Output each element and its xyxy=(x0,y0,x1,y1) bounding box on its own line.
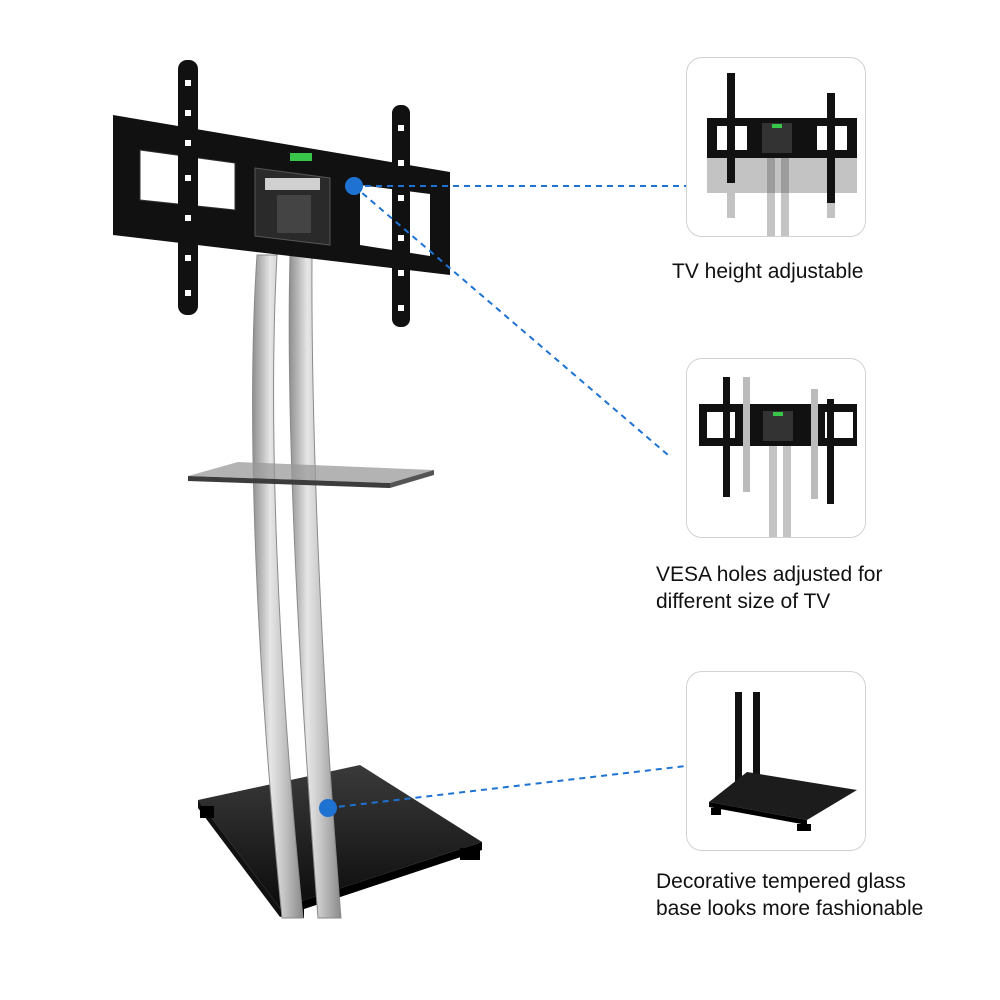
level-indicator xyxy=(290,153,312,161)
glass-shelf xyxy=(188,462,434,488)
stand-poles xyxy=(252,254,342,919)
callout-dot-base xyxy=(319,799,337,817)
glass-base xyxy=(198,765,482,918)
caption-glass-base: Decorative tempered glass base looks mor… xyxy=(656,870,924,920)
thumbnail-glass-base xyxy=(686,671,866,851)
caption-height-adjustable: TV height adjustable xyxy=(672,260,864,283)
caption-vesa-holes: VESA holes adjusted for different size o… xyxy=(656,563,883,613)
thumbnail-height-adjustable xyxy=(686,57,866,237)
callouts xyxy=(327,185,687,809)
callout-dot-bracket xyxy=(345,177,363,195)
tv-bracket xyxy=(113,60,450,327)
thumbnail-vesa-holes xyxy=(686,358,866,538)
